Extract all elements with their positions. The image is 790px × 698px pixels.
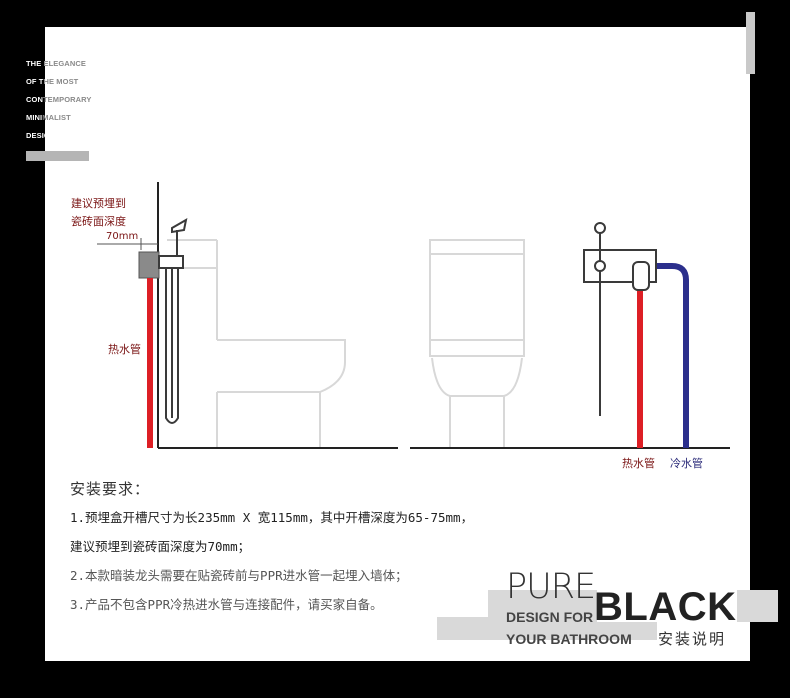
tagline-bar <box>26 151 89 161</box>
tagline-line: OF THE MOST <box>26 77 79 86</box>
instruction-line: 2.本款暗装龙头需要在贴瓷砖前与PPR进水管一起埋入墙体； <box>70 568 408 583</box>
instruction-line: 3.产品不包含PPR冷热进水管与连接配件，请买家自备。 <box>70 597 383 612</box>
side-tagline: THE ELEGANCE OF THE MOST CONTEMPORARY MI… <box>26 55 146 145</box>
brand-subtitle: 安装说明 <box>658 630 727 648</box>
content-panel <box>45 27 750 661</box>
front-view-toilet <box>429 239 525 447</box>
brand-black: BLACK <box>594 585 737 629</box>
depth-label: 瓷砖面深度 <box>71 215 126 228</box>
tagline-line: MINIMALIST <box>26 113 71 122</box>
scrollbar-thumb[interactable] <box>746 12 755 74</box>
side-view-toilet <box>167 239 346 447</box>
instruction-line: 1.预埋盒开槽尺寸为长235mm X 宽115mm，其中开槽深度为65-75mm… <box>70 510 474 525</box>
brand-your-bathroom: YOUR BATHROOM <box>506 631 632 647</box>
hot-pipe-right <box>637 290 643 448</box>
tagline-line: THE ELEGANCE <box>26 59 86 68</box>
hot-pipe-label: 热水管 <box>622 457 655 470</box>
front-view-fixture <box>583 222 657 416</box>
hot-pipe-left <box>147 278 153 448</box>
brand-bar <box>437 617 657 640</box>
instructions-heading: 安装要求： <box>70 480 151 498</box>
brand-design-for: DESIGN FOR <box>506 609 594 625</box>
embedded-box <box>138 251 160 279</box>
brand-pure: PURE <box>506 567 596 607</box>
brand-bar <box>597 590 737 622</box>
cold-pipe-label: 冷水管 <box>670 457 703 470</box>
dimension-label: 70mm <box>106 231 139 242</box>
depth-label: 建议预埋到 <box>71 197 126 210</box>
hot-pipe-label: 热水管 <box>108 343 141 356</box>
instruction-line: 建议预埋到瓷砖面深度为70mm； <box>70 539 251 554</box>
tagline-line: DESIGN. <box>26 131 58 140</box>
side-view-fixture <box>158 218 188 424</box>
tagline-line: CONTEMPORARY <box>26 95 92 104</box>
cold-pipe <box>650 263 689 448</box>
